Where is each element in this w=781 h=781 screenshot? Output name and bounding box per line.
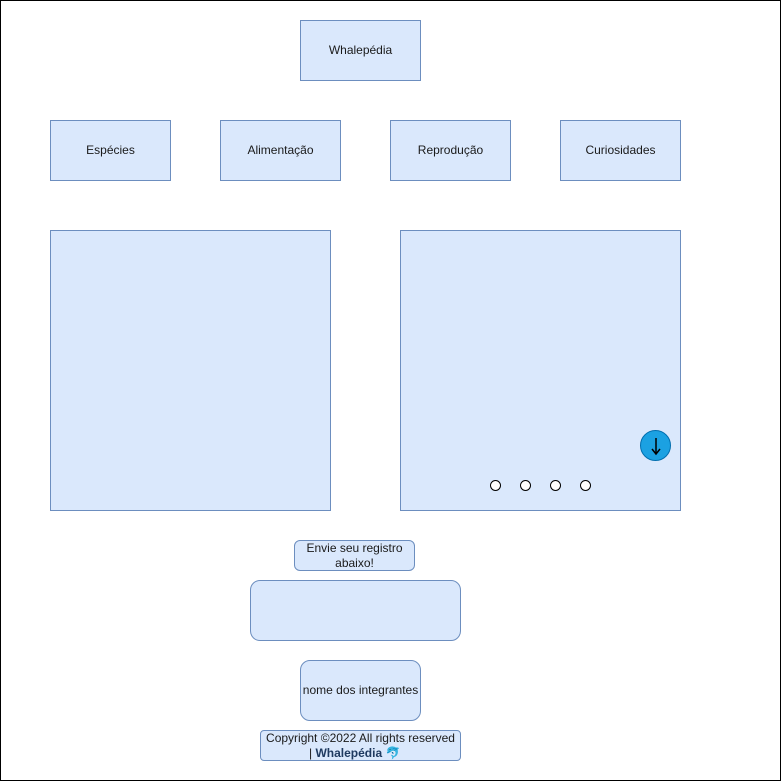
carousel-panel [400, 230, 681, 511]
submission-label-text: Envie seu registro abaixo! [306, 540, 403, 570]
members-label: nome dos integrantes [302, 683, 419, 697]
carousel-indicator[interactable] [580, 480, 591, 491]
carousel-indicator[interactable] [520, 480, 531, 491]
nav-item-alimentacao[interactable]: Alimentação [220, 120, 341, 181]
footer: Copyright ©2022 All rights reserved | Wh… [260, 730, 461, 761]
submission-input[interactable] [250, 580, 461, 641]
members-box: nome dos integrantes [300, 660, 421, 721]
nav-item-label: Curiosidades [585, 143, 656, 157]
nav-item-curiosidades[interactable]: Curiosidades [560, 120, 681, 181]
nav-item-label: Reprodução [417, 143, 484, 157]
footer-brand[interactable]: Whalepédia [315, 746, 383, 760]
site-title-label: Whalepédia [328, 43, 393, 57]
site-title[interactable]: Whalepédia [300, 20, 421, 81]
scroll-down-button[interactable] [640, 430, 671, 461]
nav-item-label: Alimentação [247, 143, 314, 157]
dolphin-icon: 🐬 [385, 746, 401, 760]
nav-item-label: Espécies [86, 143, 135, 157]
carousel-indicator[interactable] [550, 480, 561, 491]
image-panel [50, 230, 331, 511]
nav-item-reproducao[interactable]: Reprodução [390, 120, 511, 181]
footer-separator: | [309, 746, 313, 760]
footer-copyright: Copyright ©2022 All rights reserved [266, 731, 455, 745]
arrow-down-icon [651, 438, 661, 456]
nav-item-especies[interactable]: Espécies [50, 120, 171, 181]
submission-label: Envie seu registro abaixo! [294, 540, 415, 571]
footer-brand-line: | Whalepédia 🐬 [261, 746, 460, 761]
carousel-indicator[interactable] [490, 480, 501, 491]
